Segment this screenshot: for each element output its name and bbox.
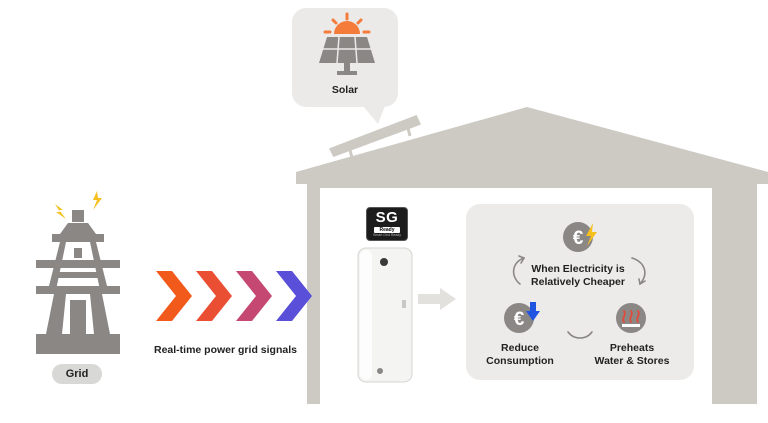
preheats-label-line1: Preheats — [609, 342, 655, 354]
solar-label: Solar — [331, 84, 359, 96]
grid-label: Grid — [52, 364, 102, 384]
svg-text:€: € — [514, 309, 525, 330]
roof-solar-panel — [326, 113, 424, 159]
lightning-icon — [55, 191, 102, 219]
flow-arrow-icon — [418, 288, 456, 310]
sun-icon — [323, 12, 371, 34]
solar-panel-icon — [319, 36, 375, 75]
cheaper-label: When Electricity is Relatively Cheaper — [520, 263, 636, 289]
preheats-label-line2: Water & Stores — [594, 354, 670, 367]
sg-ready-badge: SG Ready Smart Grid Ready — [366, 207, 408, 241]
preheats-label: Preheats Water & Stores — [588, 342, 676, 368]
cycle-arrow-icon — [512, 255, 646, 339]
signals-label: Real-time power grid signals — [154, 344, 297, 356]
pylon-icon — [36, 210, 120, 354]
cycle-panel — [466, 204, 694, 380]
reduce-label: Reduce Consumption — [478, 342, 562, 368]
heater-icon — [616, 303, 646, 333]
down-arrow-icon — [526, 302, 540, 321]
cheaper-label-line1: When Electricity is — [531, 263, 625, 275]
chevron-arrow-icon — [156, 271, 312, 321]
reduce-label-line2: Consumption — [486, 354, 554, 367]
badge-title: SG — [375, 209, 399, 226]
cheaper-label-line2: Relatively Cheaper — [531, 275, 625, 288]
euro-coin-icon: € — [563, 222, 593, 252]
badge-ready: Ready — [374, 227, 400, 233]
badge-subtitle: Smart Grid Ready — [372, 233, 401, 237]
svg-text:€: € — [573, 228, 584, 249]
reduce-label-line1: Reduce — [501, 342, 539, 354]
lightning-icon — [586, 223, 597, 246]
water-heater-icon — [357, 247, 413, 383]
euro-coin-icon: € — [504, 303, 534, 333]
